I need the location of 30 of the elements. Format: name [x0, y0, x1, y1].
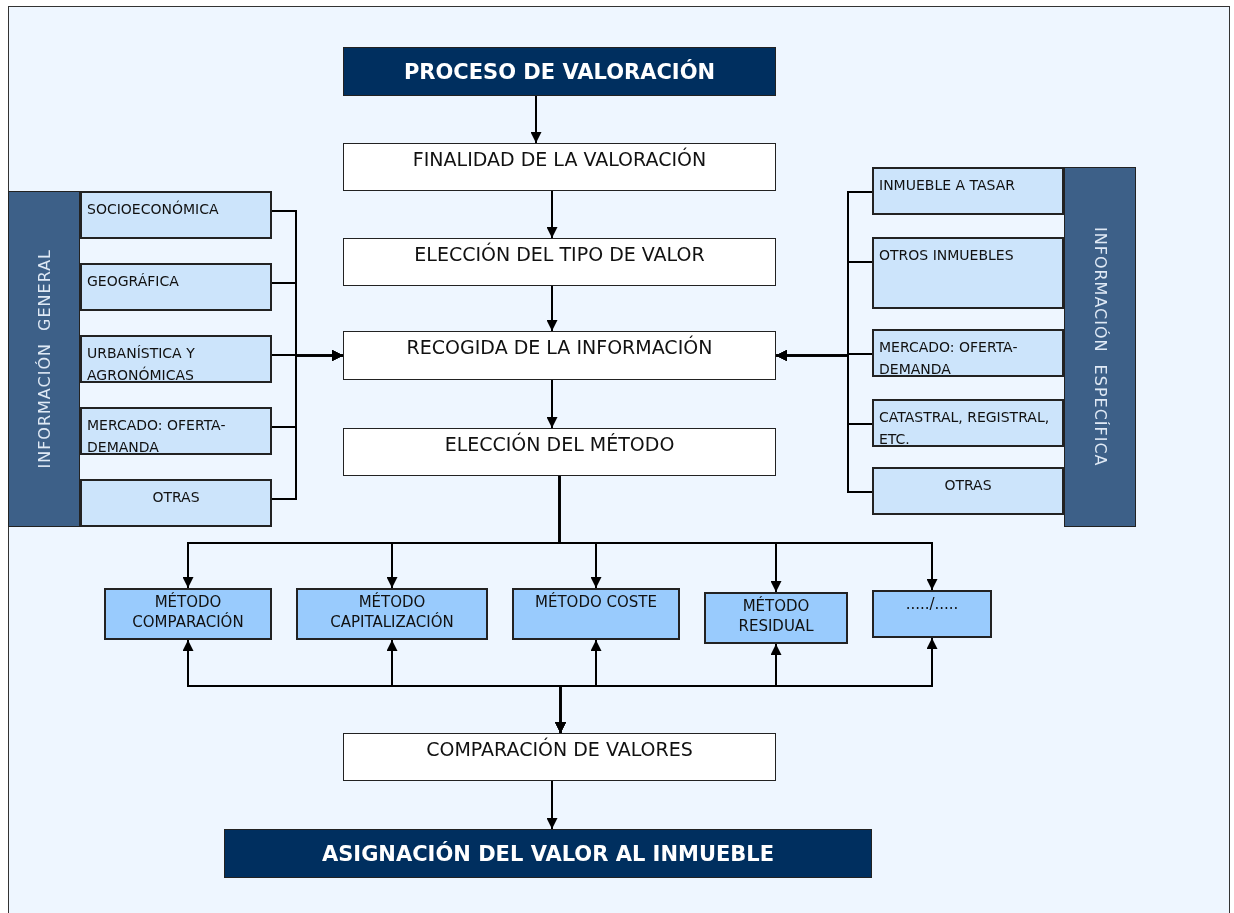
method-box: MÉTODO COSTE: [512, 588, 680, 640]
method-box: ...../.....: [872, 590, 992, 638]
arrow: [546, 285, 558, 332]
process-box: ELECCIÓN DEL TIPO DE VALOR: [343, 238, 776, 286]
info-box: GEOGRÁFICA: [80, 263, 272, 311]
info-box: OTRAS: [80, 479, 272, 527]
info-box: URBANÍSTICA Y AGRONÓMICAS: [80, 335, 272, 383]
arrow: [558, 475, 938, 591]
arrow: [530, 95, 542, 144]
info-box: OTROS INMUEBLES: [872, 237, 1064, 309]
title-box: PROCESO DE VALORACIÓN: [343, 47, 776, 96]
info-box: SOCIOECONÓMICA: [80, 191, 272, 239]
info-box: MERCADO: OFERTA-DEMANDA: [872, 329, 1064, 377]
method-box: MÉTODO RESIDUAL: [704, 592, 848, 644]
arrow: [546, 780, 558, 830]
arrow: [546, 190, 558, 239]
method-box: MÉTODO COMPARACIÓN: [104, 588, 272, 640]
arrow: [546, 379, 558, 429]
category-band: INFORMACIÓN GENERAL: [8, 191, 80, 527]
process-box: ELECCIÓN DEL MÉTODO: [343, 428, 776, 476]
title-box: ASIGNACIÓN DEL VALOR AL INMUEBLE: [224, 829, 872, 878]
process-box: RECOGIDA DE LA INFORMACIÓN: [343, 331, 776, 380]
method-box: MÉTODO CAPITALIZACIÓN: [296, 588, 488, 640]
info-box: OTRAS: [872, 467, 1064, 515]
info-box: MERCADO: OFERTA-DEMANDA: [80, 407, 272, 455]
info-box: INMUEBLE A TASAR: [872, 167, 1064, 215]
info-box: CATASTRAL, REGISTRAL, ETC.: [872, 399, 1064, 447]
process-box: FINALIDAD DE LA VALORACIÓN: [343, 143, 776, 191]
category-band: INFORMACIÓN ESPECÍFICA: [1064, 167, 1136, 527]
process-box: COMPARACIÓN DE VALORES: [343, 733, 776, 781]
